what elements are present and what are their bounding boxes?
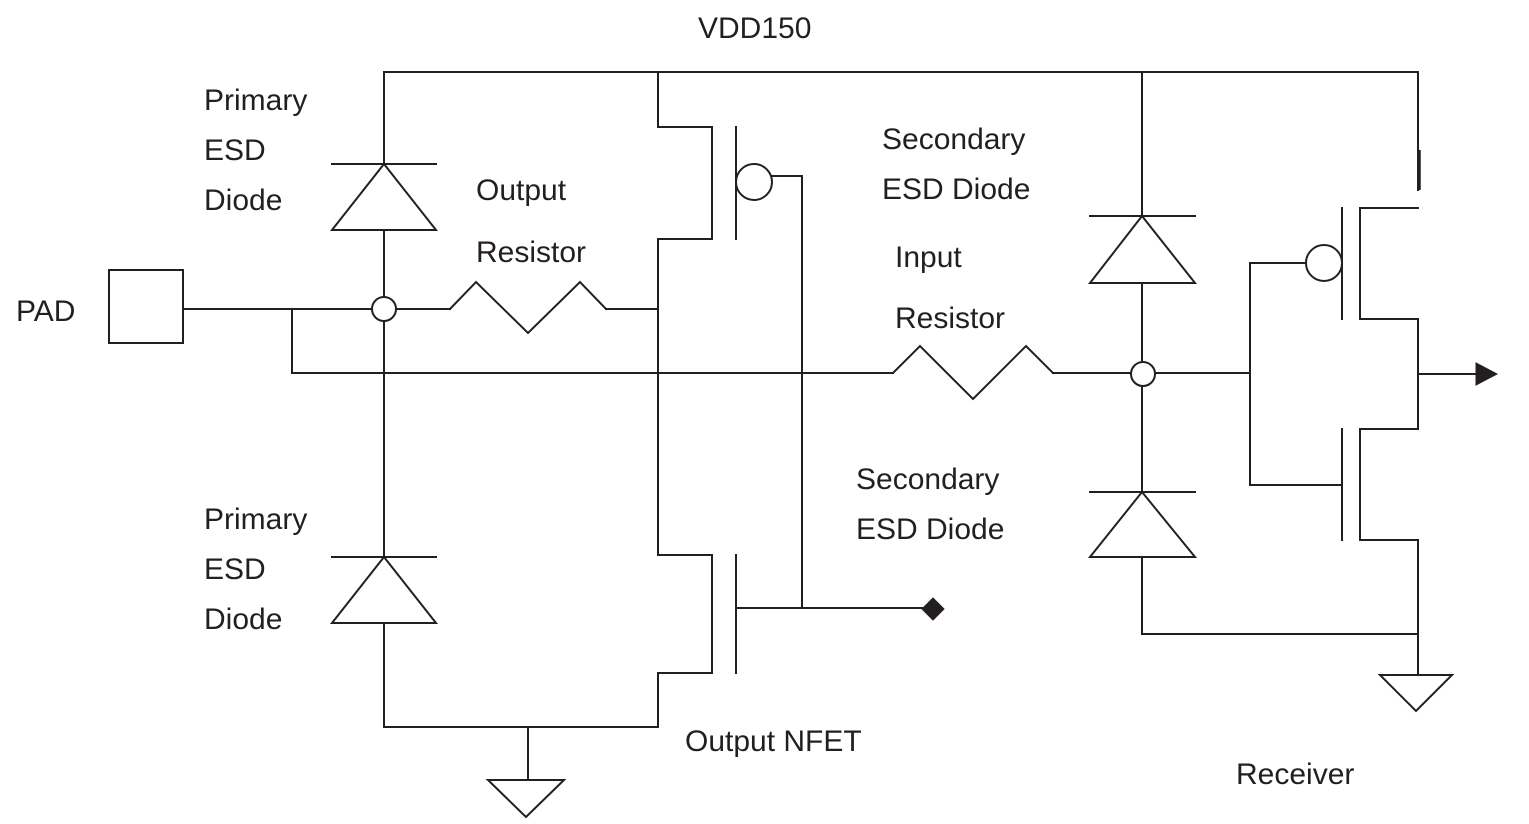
output-gate-line <box>771 175 925 609</box>
secondary-top-label-1: Secondary <box>882 123 1025 156</box>
ground-left-icon <box>485 779 567 819</box>
secondary-diode-bottom <box>1087 490 1198 558</box>
receiver-label: Receiver <box>1236 758 1354 791</box>
receiver-input-node <box>1130 361 1156 387</box>
pad-label: PAD <box>16 295 75 328</box>
secondary-diode-top <box>1087 214 1198 284</box>
primary-top-label-2: ESD <box>204 134 266 167</box>
primary-vertical-bottom <box>383 320 659 728</box>
primary-diode-bottom <box>329 555 439 624</box>
primary-diode-top <box>329 162 439 231</box>
output-pfet <box>735 126 773 240</box>
secondary-top-label-2: ESD Diode <box>882 173 1030 206</box>
input-line-branch <box>291 308 894 374</box>
output-nfet-label: Output NFET <box>685 725 862 758</box>
primary-top-label-3: Diode <box>204 184 282 217</box>
wires <box>183 71 1479 781</box>
output-resistor-label-2: Resistor <box>476 236 586 269</box>
ground-right-icon <box>1377 674 1455 713</box>
output-resistor-label-1: Output <box>476 174 567 207</box>
output-resistor <box>448 280 608 335</box>
primary-bottom-label-2: ESD <box>204 553 266 586</box>
primary-top-label-1: Primary <box>204 84 307 117</box>
output-arrow-icon <box>1475 362 1499 386</box>
receiver-pfet <box>1305 207 1343 320</box>
secondary-vertical <box>1141 71 1419 635</box>
pad-box <box>108 269 184 344</box>
pad-node <box>371 296 397 322</box>
secondary-bottom-label-1: Secondary <box>856 463 999 496</box>
gate-terminal-diamond <box>921 597 945 621</box>
input-resistor <box>891 344 1055 401</box>
input-resistor-label-1: Input <box>895 241 962 274</box>
secondary-bottom-label-2: ESD Diode <box>856 513 1004 546</box>
receiver-gate-line <box>1249 262 1343 486</box>
input-resistor-label-2: Resistor <box>895 302 1005 335</box>
primary-bottom-label-1: Primary <box>204 503 307 536</box>
primary-bottom-label-3: Diode <box>204 603 282 636</box>
vdd-label: VDD150 <box>698 12 811 45</box>
receiver-right-line <box>1359 71 1419 676</box>
output-drain-line <box>657 71 713 728</box>
